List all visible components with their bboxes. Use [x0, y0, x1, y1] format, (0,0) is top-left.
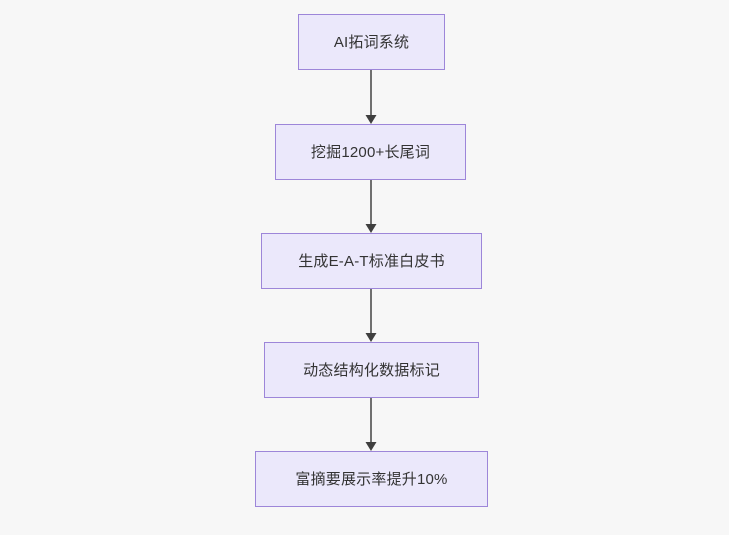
connector-n4-n5	[365, 398, 377, 451]
connector-n1-n2	[365, 70, 377, 124]
node-label: 挖掘1200+长尾词	[310, 143, 431, 161]
connector-n3-n4	[365, 289, 377, 342]
node-label: 动态结构化数据标记	[303, 361, 440, 379]
node-label: 生成E-A-T标准白皮书	[298, 252, 445, 270]
node-label: 富摘要展示率提升10%	[295, 470, 448, 488]
flowchart-node-n3[interactable]: 生成E-A-T标准白皮书	[261, 233, 482, 289]
flowchart-node-n1[interactable]: AI拓词系统	[298, 14, 445, 70]
flowchart-node-n5[interactable]: 富摘要展示率提升10%	[255, 451, 488, 507]
connector-n2-n3	[365, 180, 377, 233]
flowchart-node-n4[interactable]: 动态结构化数据标记	[264, 342, 479, 398]
node-label: AI拓词系统	[333, 33, 410, 51]
flowchart-node-n2[interactable]: 挖掘1200+长尾词	[275, 124, 466, 180]
